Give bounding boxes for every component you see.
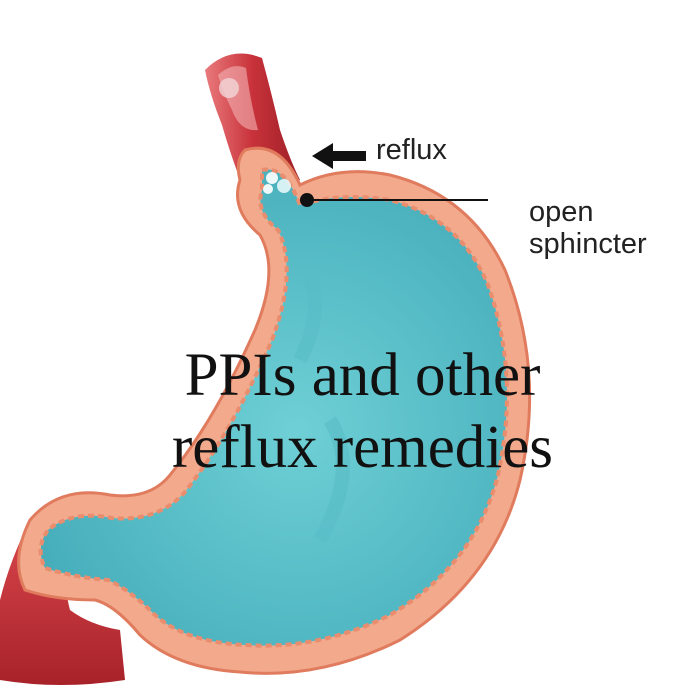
- reflux-bubble: [266, 172, 278, 184]
- reflux-label: reflux: [376, 134, 447, 166]
- headline: PPIs and other reflux remedies: [0, 340, 695, 484]
- headline-line2: reflux remedies: [171, 413, 554, 481]
- sphincter-pointer-dot: [300, 193, 314, 207]
- open-sphincter-label-line2: sphincter: [529, 228, 647, 261]
- reflux-arrow-icon: [312, 143, 366, 169]
- esophagus-highlight-spot: [219, 78, 239, 98]
- reflux-bubble: [263, 184, 273, 194]
- headline-line1: PPIs and other: [184, 342, 541, 409]
- reflux-bubble: [277, 179, 291, 193]
- lining-fold: [293, 255, 322, 364]
- open-sphincter-label-line1: open: [529, 196, 594, 228]
- open-sphincter-label: open sphincter: [529, 196, 647, 261]
- lining-fold: [313, 416, 350, 544]
- stomach-lumen: [38, 167, 509, 648]
